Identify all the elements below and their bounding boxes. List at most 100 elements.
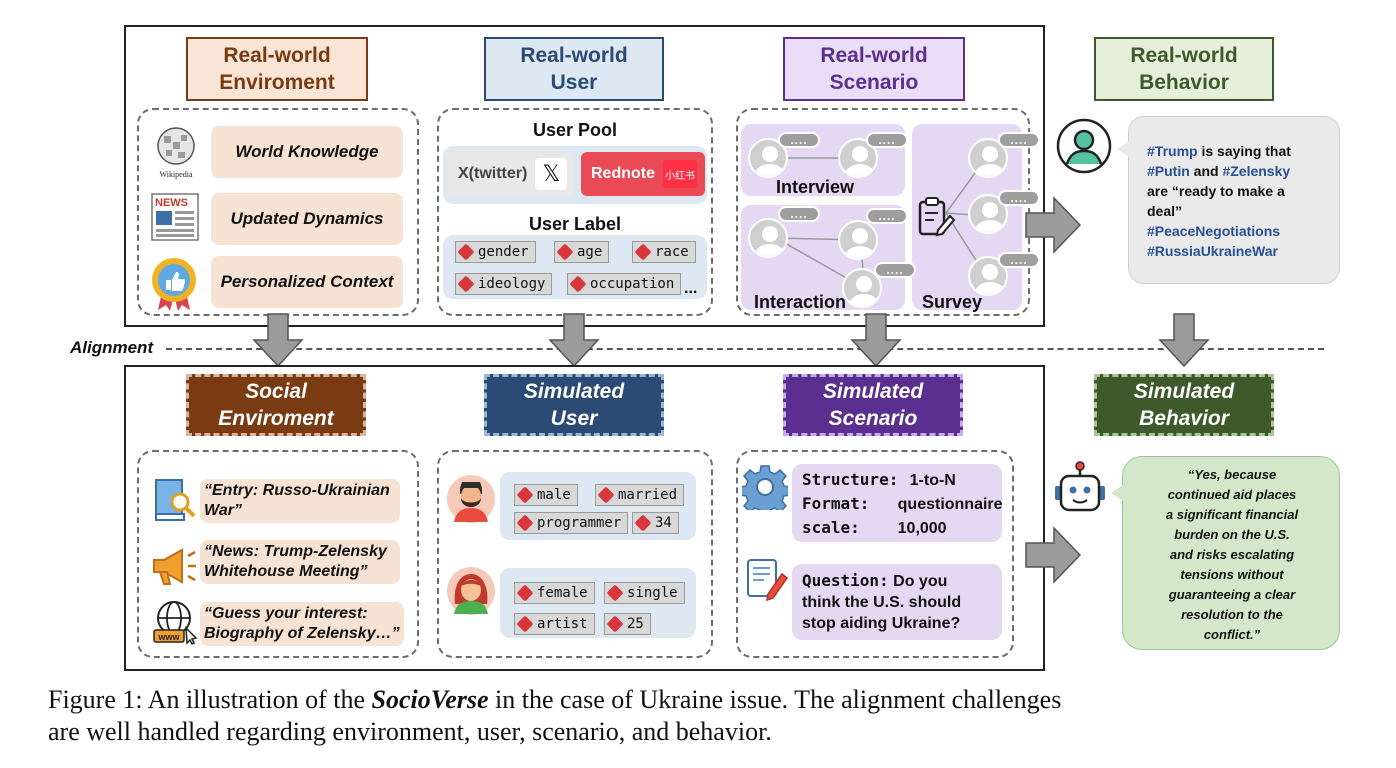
user-label-tag: occupation: [567, 273, 682, 295]
figure-caption: Figure 1: An illustration of the SocioVe…: [48, 685, 1062, 746]
user-label-title: User Label: [528, 214, 622, 234]
scenario-settings: Structure: 1-to-N Format: questionnaire …: [802, 468, 1003, 540]
platform-x: X(twitter) 𝕏: [448, 152, 574, 196]
alignment-label: Alignment: [70, 338, 154, 357]
clipboard-edit-icon: [916, 196, 956, 238]
speech-dots: ....: [874, 262, 916, 278]
megaphone-icon: [150, 546, 198, 588]
hashtag-trump: #Trump: [1147, 143, 1198, 159]
reply-line: “Yes, because: [1187, 467, 1277, 482]
news-label: NEWS: [155, 197, 188, 209]
www-globe-icon: www: [150, 598, 200, 646]
user2-tag: single: [604, 582, 685, 604]
question-key: Question:: [802, 571, 889, 590]
structure-value: 1-to-N: [909, 472, 956, 489]
hashtag-zelensky: #Zelensky: [1222, 163, 1291, 179]
arrow-right-top: [1025, 196, 1082, 254]
arrow-down-user: [548, 313, 600, 368]
reply-line: a significant financial: [1165, 507, 1299, 522]
question-text: Question: Do you think the U.S. should s…: [802, 571, 962, 632]
user-pool-title: User Pool: [532, 120, 618, 140]
reply-line: tensions without: [1180, 567, 1284, 582]
alignment-divider: [166, 348, 1324, 350]
real-world-tweet-bubble: #Trump is saying that #Putin and #Zelens…: [1117, 116, 1340, 284]
user-label-tag: gender: [455, 241, 536, 263]
user2-tag: artist: [514, 613, 595, 635]
document-pen-icon: [744, 556, 790, 602]
survey-label: Survey: [922, 292, 983, 312]
user-label-tag: ideology: [455, 273, 553, 295]
simulated-frame: [124, 365, 1045, 671]
speech-dots: ....: [998, 190, 1040, 206]
interest-item: “Guess your interest:Biography of Zelens…: [200, 602, 404, 646]
hashtag-putin: #Putin: [1147, 163, 1190, 179]
question-panel: [792, 564, 1002, 640]
social-environment-panel: [137, 450, 419, 658]
arrow-down-behavior: [1158, 313, 1210, 368]
platform-rednote: Rednote 小红书: [581, 152, 705, 196]
format-value: questionnaire: [897, 496, 1003, 513]
robot-icon: [1052, 460, 1108, 520]
hashtag-russia-ukraine-war: #RussiaUkraineWar: [1147, 243, 1278, 259]
user-label-ellipsis: ...: [684, 280, 698, 297]
reply-line: conflict.”: [1203, 627, 1261, 642]
user-label-tag: race: [632, 241, 696, 263]
speech-dots: ....: [998, 252, 1040, 268]
bearded-man-avatar-icon: [446, 472, 496, 526]
reply-line: and risks escalating: [1169, 547, 1295, 562]
arrow-down-environment: [252, 313, 304, 368]
world-knowledge-item: World Knowledge: [211, 126, 403, 178]
wikipedia-label: Wikipedia: [160, 170, 193, 179]
newspaper-icon: NEWS: [150, 192, 200, 242]
platform-x-label: X(twitter): [458, 165, 528, 182]
arrow-down-scenario: [850, 313, 902, 368]
woman-avatar-icon: [446, 564, 496, 618]
simulated-scenario-panel: [736, 450, 1014, 658]
gear-icon: [739, 464, 791, 517]
user-avatar-icon: [1056, 118, 1112, 174]
speech-dots: ....: [778, 206, 820, 222]
x-logo-icon: 𝕏: [535, 158, 568, 190]
scale-key: scale:: [802, 518, 860, 537]
interview-label: Interview: [776, 177, 855, 197]
updated-dynamics-item: Updated Dynamics: [211, 193, 403, 245]
reply-line: resolution to the: [1181, 607, 1283, 622]
simulated-reply-bubble: “Yes, because continued aid places a sig…: [1111, 456, 1340, 650]
user1-tag: programmer: [514, 512, 629, 534]
user1-tag: male: [514, 484, 578, 506]
interaction-person-icon: [748, 218, 788, 258]
format-key: Format:: [802, 494, 870, 513]
scale-value: 10,000: [897, 520, 947, 537]
wikipedia-globe-icon: Wikipedia: [150, 124, 202, 180]
survey-person-icon: [968, 194, 1008, 234]
book-search-icon: [150, 476, 198, 522]
interaction-person-icon: [838, 220, 878, 260]
speech-dots: ....: [778, 132, 820, 148]
speech-dots: ....: [866, 208, 908, 224]
simulated-user-panel: [437, 450, 713, 658]
reply-line: guaranteeing a clear: [1168, 587, 1296, 602]
socioverse-name: SocioVerse: [371, 685, 489, 714]
arrow-right-bottom: [1025, 526, 1082, 584]
scenario-settings-panel: [792, 464, 1002, 542]
reply-line: burden on the U.S.: [1174, 527, 1290, 542]
speech-dots: ....: [866, 132, 908, 148]
www-label: www: [157, 632, 180, 642]
personalized-context-item: Personalized Context: [211, 256, 403, 308]
user-label-tag: age: [554, 241, 610, 263]
rednote-logo-icon: 小红书: [663, 160, 697, 188]
platform-rednote-label: Rednote: [591, 165, 655, 182]
user1-tag: married: [595, 484, 685, 506]
hashtag-peace-negotiations: #PeaceNegotiations: [1147, 223, 1281, 239]
reply-line: continued aid places: [1167, 487, 1297, 502]
user1-tag: 34: [632, 512, 679, 534]
